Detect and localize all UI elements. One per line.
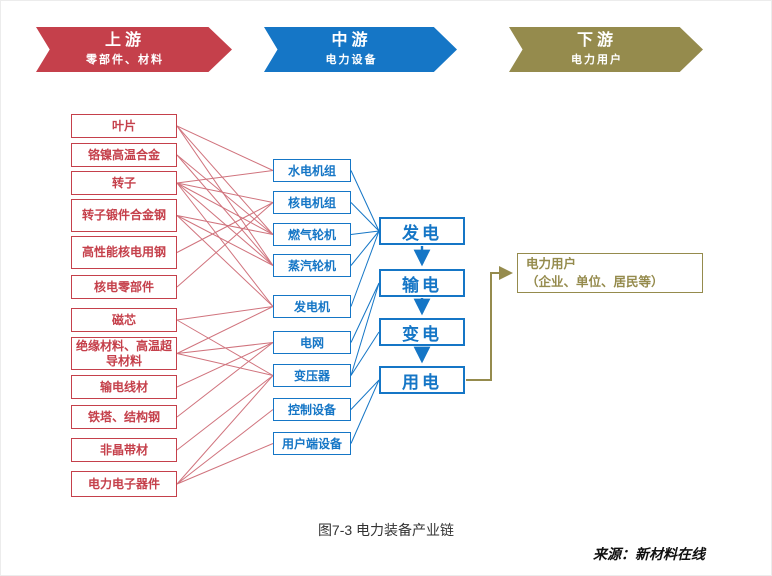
downstream-user-box: 电力用户 （企业、单位、居民等）	[517, 253, 703, 293]
upstream-node: 高性能核电用钢	[71, 236, 177, 269]
downstream-user-line1: 电力用户	[526, 256, 577, 271]
banner-upstream: 上游 零部件、材料	[36, 27, 232, 72]
banner-downstream-subtitle: 电力用户	[571, 54, 623, 67]
banner-midstream-subtitle: 电力设备	[325, 54, 378, 67]
upstream-node: 转子	[71, 171, 177, 195]
upstream-node: 转子锻件合金钢	[71, 199, 177, 232]
midstream-node: 变压器	[273, 364, 351, 387]
upstream-node: 输电线材	[71, 375, 177, 399]
banner-midstream: 中游 电力设备	[264, 27, 457, 72]
banner-downstream-title: 下游	[576, 32, 617, 50]
process-node: 变电	[379, 318, 465, 346]
banner-downstream: 下游 电力用户	[509, 27, 703, 72]
banner-midstream-title: 中游	[331, 32, 372, 50]
process-node: 输电	[379, 269, 465, 297]
midstream-node: 核电机组	[273, 191, 351, 214]
midstream-node: 燃气轮机	[273, 223, 351, 246]
midstream-node: 水电机组	[273, 159, 351, 182]
midstream-node: 控制设备	[273, 398, 351, 421]
midstream-node: 用户端设备	[273, 432, 351, 455]
upstream-node: 铬镍高温合金	[71, 143, 177, 167]
banner-upstream-title: 上游	[104, 32, 145, 50]
figure-caption: 图7-3 电力装备产业链	[317, 522, 455, 538]
source-credit: 来源：新材料在线	[593, 548, 705, 563]
upstream-node: 非晶带材	[71, 438, 177, 462]
upstream-node: 磁芯	[71, 308, 177, 332]
upstream-node: 铁塔、结构钢	[71, 405, 177, 429]
midstream-node: 蒸汽轮机	[273, 254, 351, 277]
upstream-node: 绝缘材料、高温超导材料	[71, 337, 177, 370]
process-node: 发电	[379, 217, 465, 245]
upstream-node: 电力电子器件	[71, 471, 177, 497]
upstream-node: 叶片	[71, 114, 177, 138]
upstream-node: 核电零部件	[71, 275, 177, 299]
downstream-user-line2: （企业、单位、居民等）	[526, 275, 664, 289]
midstream-node: 发电机	[273, 295, 351, 318]
process-node: 用电	[379, 366, 465, 394]
midstream-node: 电网	[273, 331, 351, 354]
banner-upstream-subtitle: 零部件、材料	[86, 54, 164, 67]
